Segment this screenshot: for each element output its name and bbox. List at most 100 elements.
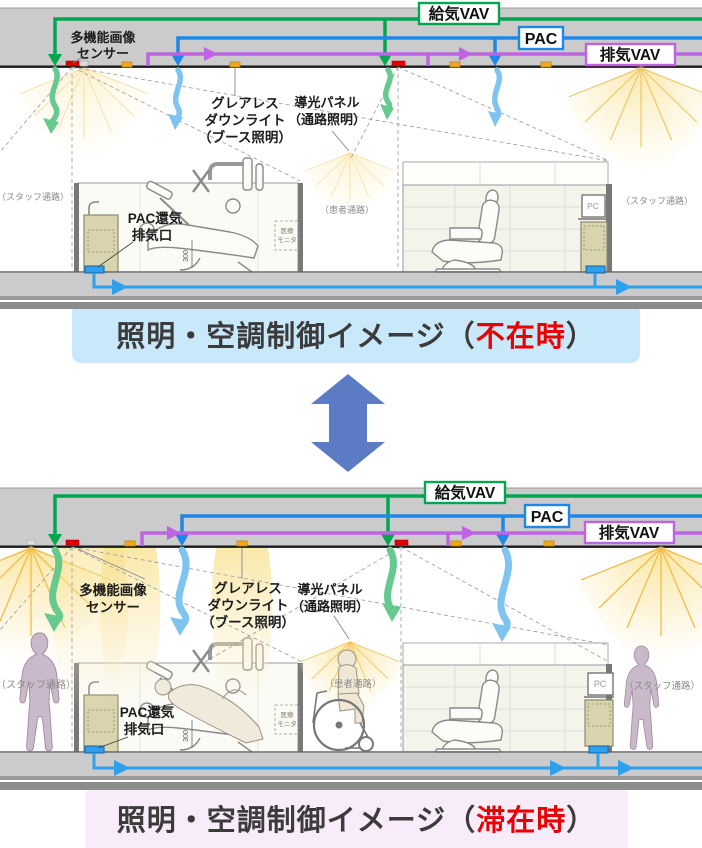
caption-absent-highlight: 不在時 <box>475 320 566 353</box>
ceiling-devices <box>26 539 666 547</box>
corridor-light-left <box>79 60 89 67</box>
pac-label: PAC <box>531 509 564 526</box>
pac-label: PAC <box>525 31 558 48</box>
pac-return-label-2: 排気口 <box>132 227 173 243</box>
booth-left: 医療 モニタ 300 <box>74 156 303 274</box>
vav-labels: 給気VAV PAC 排気VAV <box>423 480 676 545</box>
supply-vav-label: 給気VAV <box>435 483 496 502</box>
sensor-label-2: センサー <box>77 46 129 61</box>
sensor-label-2: センサー <box>86 600 140 615</box>
caption-present: 照明・空調制御イメージ（滞在時） <box>85 787 628 848</box>
svg-text:300: 300 <box>183 250 190 262</box>
image-sensor-1 <box>65 539 80 546</box>
staff-corridor-left-label: （スタッフ通路） <box>0 191 69 202</box>
downlight-1 <box>121 61 133 68</box>
wheelchair-patient <box>312 649 374 752</box>
staff-corridor-right-label: （スタッフ通路） <box>624 680 700 692</box>
supply-arrow-1 <box>48 54 62 66</box>
pac-return-label-1: PAC還気 <box>120 704 175 720</box>
exhaust-duct <box>146 47 702 66</box>
monitor-label-2: モニタ <box>277 719 297 728</box>
pac-arrow-2 <box>488 54 502 66</box>
downlight-4 <box>540 61 552 68</box>
corridor-light-left-glow <box>17 65 151 159</box>
caption-absent: 照明・空調制御イメージ（不在時） <box>72 304 640 363</box>
floor <box>0 751 702 790</box>
caption-present-suffix: ） <box>566 804 597 837</box>
vav-labels: 給気VAV PAC 排気VAV <box>417 1 677 67</box>
patient-corridor-label: （患者通路） <box>324 678 381 690</box>
medical-monitor-box: 医療 モニタ <box>274 220 300 251</box>
caption-present-prefix: 照明・空調制御イメージ（ <box>116 804 477 837</box>
absent-diagram-main: 医療 モニタ 300 PC <box>0 1 702 309</box>
pc-cabinet <box>580 221 608 273</box>
pc-label: PC <box>587 201 599 211</box>
panel-label-1: 導光パネル <box>297 582 362 597</box>
floor-pipe <box>84 745 702 776</box>
pc-cabinet <box>584 699 614 747</box>
supply-arrow-2 <box>378 54 392 66</box>
downlight-label-2: ダウンライト <box>208 597 289 613</box>
patient-corridor-label: （患者通路） <box>320 204 374 215</box>
downlight-3 <box>450 540 462 547</box>
medical-monitor-box: 医療 モニタ <box>274 704 300 735</box>
toggle-arrow <box>311 374 385 472</box>
exhaust-vav-label: 排気VAV <box>600 45 661 64</box>
sink-cabinet <box>83 201 119 273</box>
image-sensor-2 <box>394 539 409 546</box>
exhaust-arrow-1 <box>204 47 218 61</box>
downlight-label-3: （ブース照明） <box>198 129 292 145</box>
corridor-light-right-glow <box>566 65 702 170</box>
pac-return-label-1: PAC還気 <box>128 210 183 226</box>
corridor-light-left <box>26 539 36 546</box>
annotations: 多機能画像 センサー グレアレス ダウンライト （ブース照明） 導光パネル （通… <box>0 30 693 268</box>
exhaust-arrow-2 <box>459 47 473 61</box>
pac-arrow-1 <box>171 54 185 66</box>
panel-label-2: （通路照明） <box>291 599 369 614</box>
sensor-label-1: 多機能画像 <box>79 582 147 598</box>
svg-text:300: 300 <box>183 730 190 742</box>
panel-label-1: 導光パネル <box>294 95 359 110</box>
floor-pipe <box>84 265 702 295</box>
pac-return-label-2: 排気口 <box>124 721 165 737</box>
pc-monitor: PC <box>584 672 614 698</box>
staff-corridor-left-label: （スタッフ通路） <box>0 678 76 691</box>
exhaust-duct <box>140 526 702 546</box>
floor-vent-1 <box>84 265 105 274</box>
airflow-arrows <box>44 546 513 642</box>
present-diagram: 医療 モニタ 300 PC <box>0 480 702 790</box>
exhaust-vav-label: 排気VAV <box>599 523 660 542</box>
floor-vent-2 <box>585 265 606 274</box>
people <box>19 632 660 752</box>
patient-on-chair <box>154 678 264 744</box>
booth-right: PC <box>402 161 612 273</box>
image-sensor-2 <box>391 60 406 67</box>
annotations: 多機能画像 センサー グレアレス ダウンライト （ブース照明） 導光パネル （通… <box>0 548 700 749</box>
monitor-label-1: 医療 <box>281 710 295 719</box>
staff-corridor-right-label: （スタッフ通路） <box>621 195 693 206</box>
downlight-4 <box>543 540 555 547</box>
panel-label-2: （通路照明） <box>288 112 366 127</box>
staff-person-right <box>623 645 660 750</box>
sensor-fov-rays <box>0 546 610 750</box>
dimension-300: 300 <box>183 720 193 748</box>
floor-vent-2 <box>588 745 609 754</box>
image-sensor-1 <box>65 60 80 67</box>
booth-right: PC <box>402 642 614 753</box>
dimension-300: 300 <box>183 240 193 268</box>
downlight-2 <box>236 540 248 547</box>
downlight-3 <box>449 61 461 68</box>
supply-vav-label: 給気VAV <box>429 4 490 23</box>
pc-label: PC <box>594 679 607 689</box>
downlight-label-1: グレアレス <box>211 95 279 111</box>
caption-absent-suffix: ） <box>565 320 596 353</box>
floor <box>0 271 702 309</box>
downlight-label-3: （ブース照明） <box>201 614 295 630</box>
downlight-2 <box>229 61 241 68</box>
pc-monitor: PC <box>578 194 609 220</box>
monitor-label-2: モニタ <box>277 235 297 244</box>
downlight-1 <box>124 540 136 547</box>
caption-absent-prefix: 照明・空調制御イメージ（ <box>116 320 476 353</box>
monitor-label-1: 医療 <box>281 226 295 235</box>
